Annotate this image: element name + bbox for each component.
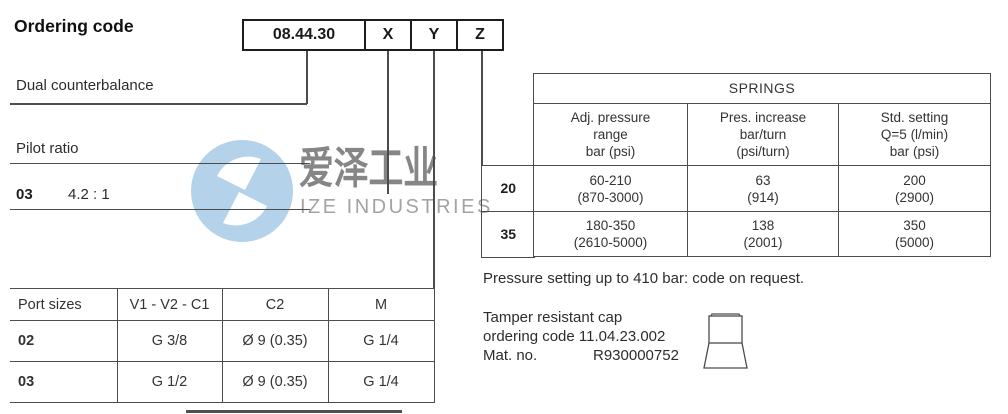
note-mat-no-value: R930000752	[593, 347, 679, 364]
note-tamper-cap-line1: Tamper resistant cap	[483, 309, 623, 326]
springs-cell: 60-210(870-3000)	[533, 165, 688, 212]
ordering-code-y: Y	[410, 21, 456, 49]
port-table-header: M	[327, 288, 435, 321]
connector-z-vertical	[481, 51, 483, 166]
port-size-code: 02	[10, 320, 118, 362]
tamper-cap-icon	[703, 313, 748, 369]
watermark-en-text: IZE INDUSTRIES	[300, 196, 493, 218]
springs-col-header: Adj. pressure range bar (psi)	[533, 103, 688, 166]
port-cell: Ø 9 (0.35)	[221, 320, 329, 362]
pilot-ratio-value: 4.2 : 1	[68, 186, 110, 203]
connector-dual-horizontal	[10, 103, 307, 105]
ordering-code-box: 08.44.30 X Y Z	[242, 19, 504, 51]
springs-key-20: 20	[482, 166, 535, 212]
pinwheel-logo-icon	[191, 140, 293, 242]
springs-col-header: Pres. increase bar/turn (psi/turn)	[687, 103, 839, 166]
pilot-ratio-header-rule	[10, 162, 310, 164]
label-pilot-ratio: Pilot ratio	[16, 140, 79, 157]
connector-y-vertical	[433, 51, 435, 289]
pilot-ratio-code: 03	[16, 186, 33, 203]
port-table-header: V1 - V2 - C1	[116, 288, 223, 321]
watermark-cn-text: 爱泽工业	[299, 144, 439, 193]
table-row: 02 G 3/8 Ø 9 (0.35) G 1/4	[10, 320, 435, 362]
table-row: 60-210(870-3000) 63(914) 200(2900)	[533, 165, 991, 212]
label-dual-counterbalance: Dual counterbalance	[16, 77, 154, 94]
note-pressure-setting: Pressure setting up to 410 bar: code on …	[483, 270, 805, 287]
springs-cell: 200(2900)	[838, 165, 991, 212]
springs-cell: 138(2001)	[687, 211, 839, 257]
ordering-code-z: Z	[456, 21, 502, 49]
page-title: Ordering code	[14, 16, 134, 36]
port-cell: G 1/4	[327, 361, 435, 403]
table-row: 180-350(2610-5000) 138(2001) 350(5000)	[533, 211, 991, 257]
note-mat-no-label: Mat. no.	[483, 347, 538, 364]
springs-table: SPRINGS Adj. pressure range bar (psi) Pr…	[533, 73, 991, 257]
connector-x-vertical	[387, 51, 389, 194]
port-cell: G 1/4	[327, 320, 435, 362]
springs-table-title: SPRINGS	[533, 73, 991, 104]
springs-key-column: 20 35	[481, 165, 535, 258]
springs-cell: 63(914)	[687, 165, 839, 212]
port-cell: Ø 9 (0.35)	[221, 361, 329, 403]
table-row: Port sizes V1 - V2 - C1 C2 M	[10, 288, 435, 321]
port-size-code: 03	[10, 361, 118, 403]
pilot-ratio-row-rule	[10, 208, 310, 210]
ordering-code-value: 08.44.30	[244, 21, 364, 49]
connector-dual-vertical	[306, 51, 308, 104]
springs-cell: 350(5000)	[838, 211, 991, 257]
note-tamper-cap-line2: ordering code 11.04.23.002	[483, 328, 666, 345]
springs-col-header: Std. setting Q=5 (l/min) bar (psi)	[838, 103, 991, 166]
port-cell: G 3/8	[116, 320, 223, 362]
port-table-header: C2	[221, 288, 329, 321]
port-table-header: Port sizes	[10, 288, 118, 321]
port-cell: G 1/2	[116, 361, 223, 403]
springs-key-35: 35	[500, 226, 517, 243]
table-row: 03 G 1/2 Ø 9 (0.35) G 1/4	[10, 361, 435, 403]
bottom-cut-line	[186, 410, 402, 413]
ordering-code-x: X	[364, 21, 410, 49]
port-sizes-table: Port sizes V1 - V2 - C1 C2 M 02 G 3/8 Ø …	[10, 288, 435, 403]
springs-cell: 180-350(2610-5000)	[533, 211, 688, 257]
